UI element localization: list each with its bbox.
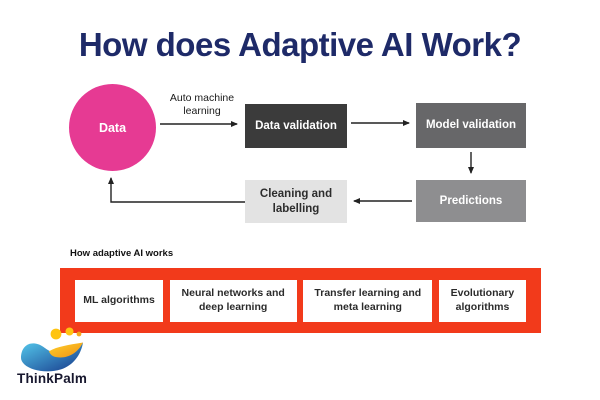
page-title: How does Adaptive AI Work? — [78, 26, 522, 63]
node-data-validation-label: Data validation — [255, 119, 337, 132]
methods-banner: ML algorithms Neural networks and deep l… — [60, 268, 541, 333]
node-predictions-label: Predictions — [439, 194, 503, 207]
methods-heading: How adaptive AI works — [70, 248, 174, 259]
thinkpalm-logo-mark — [21, 327, 83, 372]
node-cleaning-labelling: Cleaning and labelling — [245, 180, 347, 223]
thinkpalm-logo-text: ThinkPalm — [17, 371, 88, 386]
node-model-validation: Model validation — [416, 103, 526, 148]
logo-wave-blue — [21, 342, 83, 372]
node-data: Data — [69, 84, 156, 171]
node-cleaning-labelling-label: Cleaning and labelling — [259, 188, 333, 215]
method-item-transfer-learning: Transfer learning and meta learning — [303, 279, 433, 322]
arrow-cleaning-to-data — [108, 177, 245, 203]
logo-dots — [50, 327, 82, 340]
node-predictions: Predictions — [416, 180, 526, 222]
node-data-label: Data — [98, 120, 127, 135]
logo-palm-yellow — [49, 342, 83, 358]
method-item-evolutionary-algorithms: Evolutionary algorithms — [438, 279, 526, 322]
method-item-ml-algorithms: ML algorithms — [75, 279, 163, 322]
node-data-validation: Data validation — [245, 104, 347, 148]
node-model-validation-label: Model validation — [425, 119, 517, 132]
edge-label-auto-machine-learning: Auto machine learning — [169, 92, 235, 117]
method-item-neural-networks: Neural networks and deep learning — [169, 279, 297, 322]
